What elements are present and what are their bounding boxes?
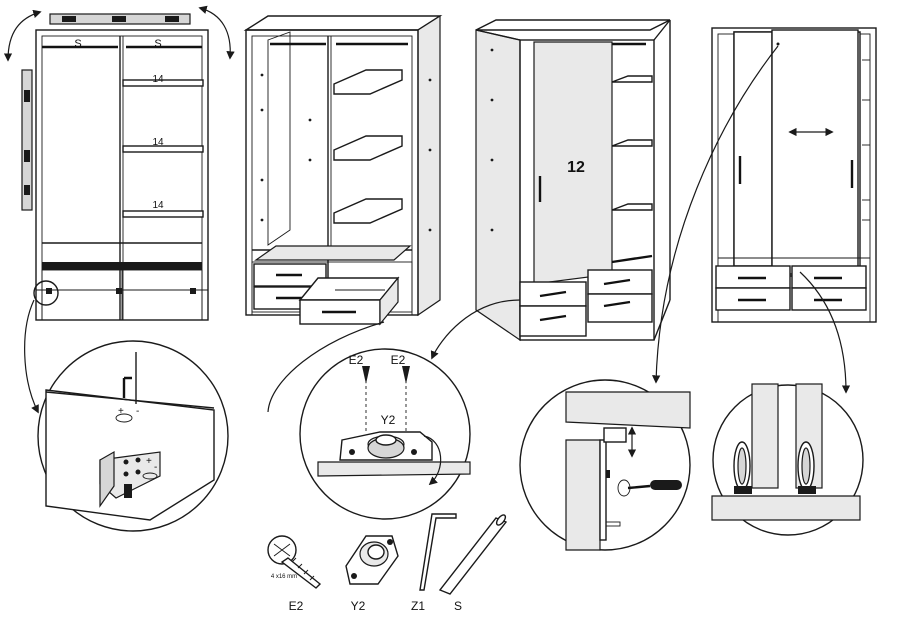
- screw-icon: [267, 535, 322, 589]
- wardrobe-front-view: S S 14 14 14: [3, 5, 235, 414]
- wardrobe-front-sliding-view: [651, 27, 877, 394]
- roller-bracket-icon: [345, 535, 399, 585]
- shelf-label: 14: [152, 74, 164, 85]
- callout-label: E2: [391, 353, 406, 367]
- shelf: [122, 145, 204, 153]
- parts-list: 4 x16 mm E2 Y2 Z1 S: [267, 513, 508, 613]
- screw-icon: [362, 366, 370, 384]
- callout-label: Y2: [381, 413, 396, 427]
- shelf: [122, 79, 204, 87]
- part-code-label: Y2: [351, 599, 366, 613]
- detail-corner-bracket: + - + -: [37, 340, 229, 532]
- part-code-label: Z1: [411, 599, 425, 613]
- step-number: 12: [567, 159, 585, 176]
- svg-text:-: -: [136, 406, 139, 417]
- rotate-arrow-left-icon: [3, 9, 42, 62]
- rod-icon: [438, 514, 508, 595]
- screwdriver-icon: [650, 480, 682, 490]
- detail-bottom-rollers: [711, 383, 864, 536]
- screw-icon: [402, 366, 410, 384]
- rod-label-left: S: [74, 38, 81, 50]
- svg-text:-: -: [154, 462, 157, 473]
- part-code-label: E2: [289, 599, 304, 613]
- rotate-arrow-icon: [423, 435, 442, 486]
- rotate-arrow-right-icon: [198, 5, 235, 60]
- side-level-icon: [21, 69, 33, 211]
- svg-text:+: +: [146, 456, 152, 467]
- shelf-label: 14: [152, 200, 164, 211]
- wardrobe-3d-sliding-door-view: 12: [430, 19, 671, 360]
- detail-top-runner: [519, 379, 691, 551]
- svg-text:+: +: [118, 406, 124, 417]
- allen-key-icon: [122, 376, 132, 398]
- part-size-label: 4 x16 mm: [271, 574, 297, 580]
- detail-roller-bracket: E2 E2 Y2: [299, 348, 471, 520]
- detail-indicator-circle: [33, 280, 59, 306]
- rod-label-right: S: [154, 38, 161, 50]
- wardrobe-3d-open-view: [243, 14, 443, 413]
- shelf-label: 14: [152, 137, 164, 148]
- allen-key-icon: [419, 513, 457, 591]
- callout-label: E2: [349, 353, 364, 367]
- shelf: [122, 210, 204, 218]
- sliding-door: [771, 29, 859, 275]
- part-code-label: S: [454, 599, 462, 613]
